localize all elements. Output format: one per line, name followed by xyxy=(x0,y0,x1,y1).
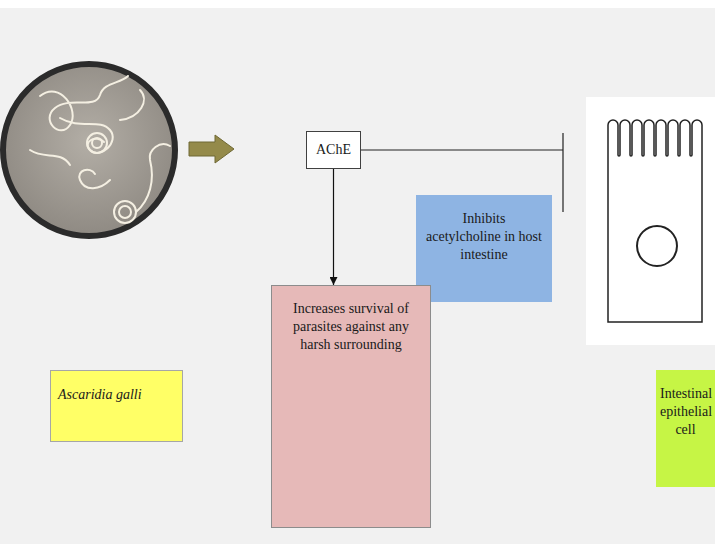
cell-nucleus xyxy=(637,226,677,266)
node-text: Ascaridia galli xyxy=(58,386,176,404)
cell-label-box: Intestinal epithelial cell xyxy=(656,370,715,487)
node-text: Inhibits acetylcholine in host intestine xyxy=(425,210,543,265)
enzyme-box: AChE xyxy=(306,131,361,169)
worm xyxy=(136,144,170,212)
node-text: Increases survival of parasites against … xyxy=(279,300,423,355)
worm xyxy=(120,90,144,120)
worm xyxy=(60,118,113,153)
outcome-box: Increases survival of parasites against … xyxy=(271,285,431,528)
worm xyxy=(30,150,70,165)
species-label-box: Ascaridia galli xyxy=(50,370,183,442)
connector-arrow xyxy=(333,169,334,285)
effect-box: Inhibits acetylcholine in host intestine xyxy=(416,195,552,302)
epithelial-cell-outline xyxy=(608,120,702,322)
inhibition-line xyxy=(361,149,563,150)
worm-specimens xyxy=(30,76,170,223)
worm xyxy=(40,76,128,130)
inhibition-bar xyxy=(562,133,563,212)
worm xyxy=(79,170,110,189)
node-text: AChE xyxy=(311,141,356,159)
petri-dish-photo xyxy=(3,64,175,236)
cell-panel xyxy=(586,97,715,345)
node-text: Intestinal epithelial cell xyxy=(660,385,711,440)
top-margin xyxy=(0,0,715,8)
coiled-worm xyxy=(119,206,131,218)
block-arrow xyxy=(189,135,234,163)
coiled-worm xyxy=(114,201,136,223)
coiled-worm xyxy=(87,133,107,153)
coiled-worm xyxy=(92,138,102,148)
